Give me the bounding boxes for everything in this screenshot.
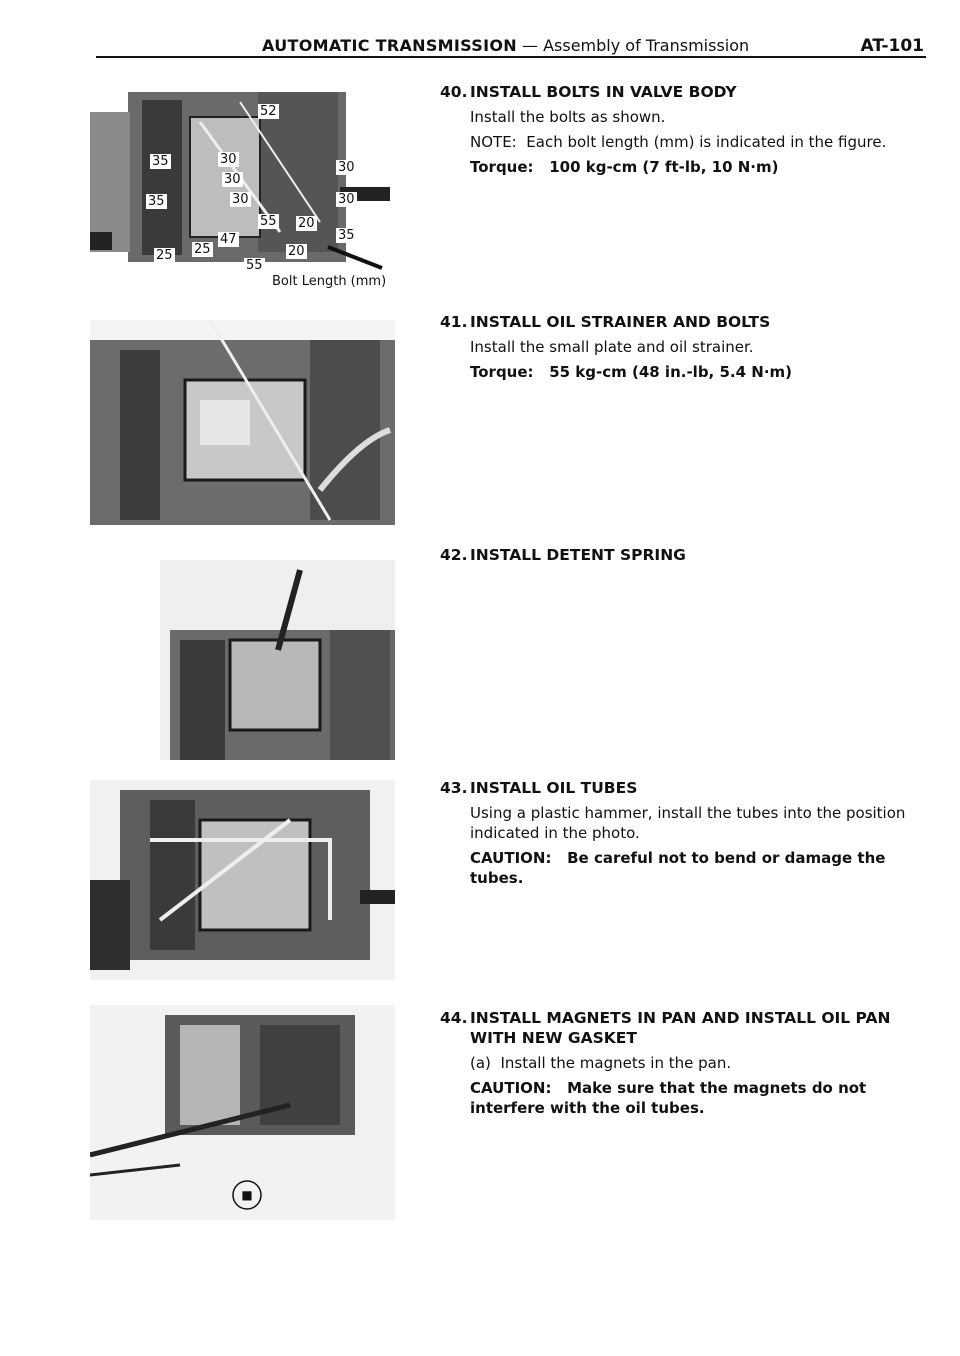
- torque-line: Torque: 100 kg-cm (7 ft-lb, 10 N·m): [470, 157, 920, 177]
- step-body: Install the small plate and oil strainer…: [470, 337, 920, 382]
- bolt-label: 20: [296, 216, 317, 231]
- step-number: 42.: [440, 546, 468, 564]
- torque-label: Torque:: [470, 158, 534, 176]
- bolt-label: 35: [150, 154, 171, 169]
- step-text: Install the small plate and oil strainer…: [470, 338, 754, 356]
- bolt-label: 30: [336, 192, 357, 207]
- bolt-label: 20: [286, 244, 307, 259]
- bolt-label: 25: [192, 242, 213, 257]
- step-heading: 41. INSTALL OIL STRAINER AND BOLTS: [440, 312, 920, 332]
- bolt-label: 35: [146, 194, 167, 209]
- step-43: 43. INSTALL OIL TUBES Using a plastic ha…: [440, 778, 920, 888]
- bolt-label: 30: [218, 152, 239, 167]
- page-code: AT-101: [860, 36, 924, 56]
- bolt-label: 30: [222, 172, 243, 187]
- caution-line: CAUTION: Make sure that the magnets do n…: [470, 1078, 920, 1118]
- note-line: NOTE: Each bolt length (mm) is indicated…: [470, 132, 920, 152]
- step-heading: 43. INSTALL OIL TUBES: [440, 778, 920, 798]
- caution-label: CAUTION:: [470, 1079, 552, 1097]
- step-body: Using a plastic hammer, install the tube…: [470, 803, 920, 888]
- step-body: (a) Install the magnets in the pan. CAUT…: [470, 1053, 920, 1118]
- caution-text: Make sure that the magnets do not interf…: [470, 1079, 867, 1117]
- torque-line: Torque: 55 kg-cm (48 in.-lb, 5.4 N·m): [470, 362, 920, 382]
- caution-label: CAUTION:: [470, 849, 552, 867]
- substep-label: (a): [470, 1054, 491, 1072]
- header-title-main: AUTOMATIC TRANSMISSION: [262, 36, 517, 55]
- caution-line: CAUTION: Be careful not to bend or damag…: [470, 848, 920, 888]
- header-title-sub: — Assembly of Transmission: [516, 36, 750, 55]
- bolt-label: 55: [258, 214, 279, 229]
- step-title: INSTALL BOLTS IN VALVE BODY: [470, 83, 737, 101]
- figure-detent-spring: [160, 560, 395, 760]
- step-40: 40. INSTALL BOLTS IN VALVE BODY Install …: [440, 82, 920, 177]
- step-heading: 44. INSTALL MAGNETS IN PAN AND INSTALL O…: [440, 1008, 920, 1048]
- note-label: NOTE:: [470, 133, 517, 151]
- step-42: 42. INSTALL DETENT SPRING: [440, 545, 920, 565]
- step-number: 40.: [440, 83, 468, 101]
- step-title: INSTALL DETENT SPRING: [470, 546, 686, 564]
- torque-value: 55 kg-cm (48 in.-lb, 5.4 N·m): [549, 363, 793, 381]
- figure-valve-body-bolts: 52 35 30 30 30 30 30 35 55 20 47 35 25 2…: [90, 82, 395, 294]
- bolt-label: 52: [258, 104, 279, 119]
- torque-label: Torque:: [470, 363, 534, 381]
- step-44: 44. INSTALL MAGNETS IN PAN AND INSTALL O…: [440, 1008, 920, 1118]
- note-text: Each bolt length (mm) is indicated in th…: [526, 133, 887, 151]
- header-title: AUTOMATIC TRANSMISSION — Assembly of Tra…: [262, 36, 749, 55]
- step-number: 43.: [440, 779, 468, 797]
- bolt-label: 35: [336, 228, 357, 243]
- header-rule: [96, 56, 926, 58]
- step-title: INSTALL OIL TUBES: [470, 779, 638, 797]
- step-heading: 40. INSTALL BOLTS IN VALVE BODY: [440, 82, 920, 102]
- step-41: 41. INSTALL OIL STRAINER AND BOLTS Insta…: [440, 312, 920, 382]
- bolt-label: 25: [154, 248, 175, 263]
- step-number: 41.: [440, 313, 468, 331]
- step-number: 44.: [440, 1009, 468, 1027]
- step-text: Install the bolts as shown.: [470, 108, 666, 126]
- substep-line: (a) Install the magnets in the pan.: [470, 1053, 920, 1073]
- figure-oil-strainer: [90, 320, 395, 525]
- step-title: INSTALL MAGNETS IN PAN AND INSTALL OIL P…: [470, 1009, 891, 1047]
- page-header: AUTOMATIC TRANSMISSION — Assembly of Tra…: [96, 34, 926, 58]
- bolt-label: 47: [218, 232, 239, 247]
- step-heading: 42. INSTALL DETENT SPRING: [440, 545, 920, 565]
- bolt-label: 30: [230, 192, 251, 207]
- substep-text: Install the magnets in the pan.: [500, 1054, 732, 1072]
- bolt-label: 55: [244, 258, 265, 273]
- code-mark: ■: [241, 1188, 253, 1202]
- step-body: Install the bolts as shown. NOTE: Each b…: [470, 107, 920, 177]
- bolt-label: 30: [336, 160, 357, 175]
- step-title: INSTALL OIL STRAINER AND BOLTS: [470, 313, 771, 331]
- figure-caption: Bolt Length (mm): [272, 274, 387, 289]
- figure-oil-tubes: [90, 780, 395, 980]
- caution-text: Be careful not to bend or damage the tub…: [470, 849, 886, 887]
- figure-oil-pan-magnets: ■: [90, 1005, 395, 1220]
- step-text: Using a plastic hammer, install the tube…: [470, 804, 906, 842]
- torque-value: 100 kg-cm (7 ft-lb, 10 N·m): [549, 158, 779, 176]
